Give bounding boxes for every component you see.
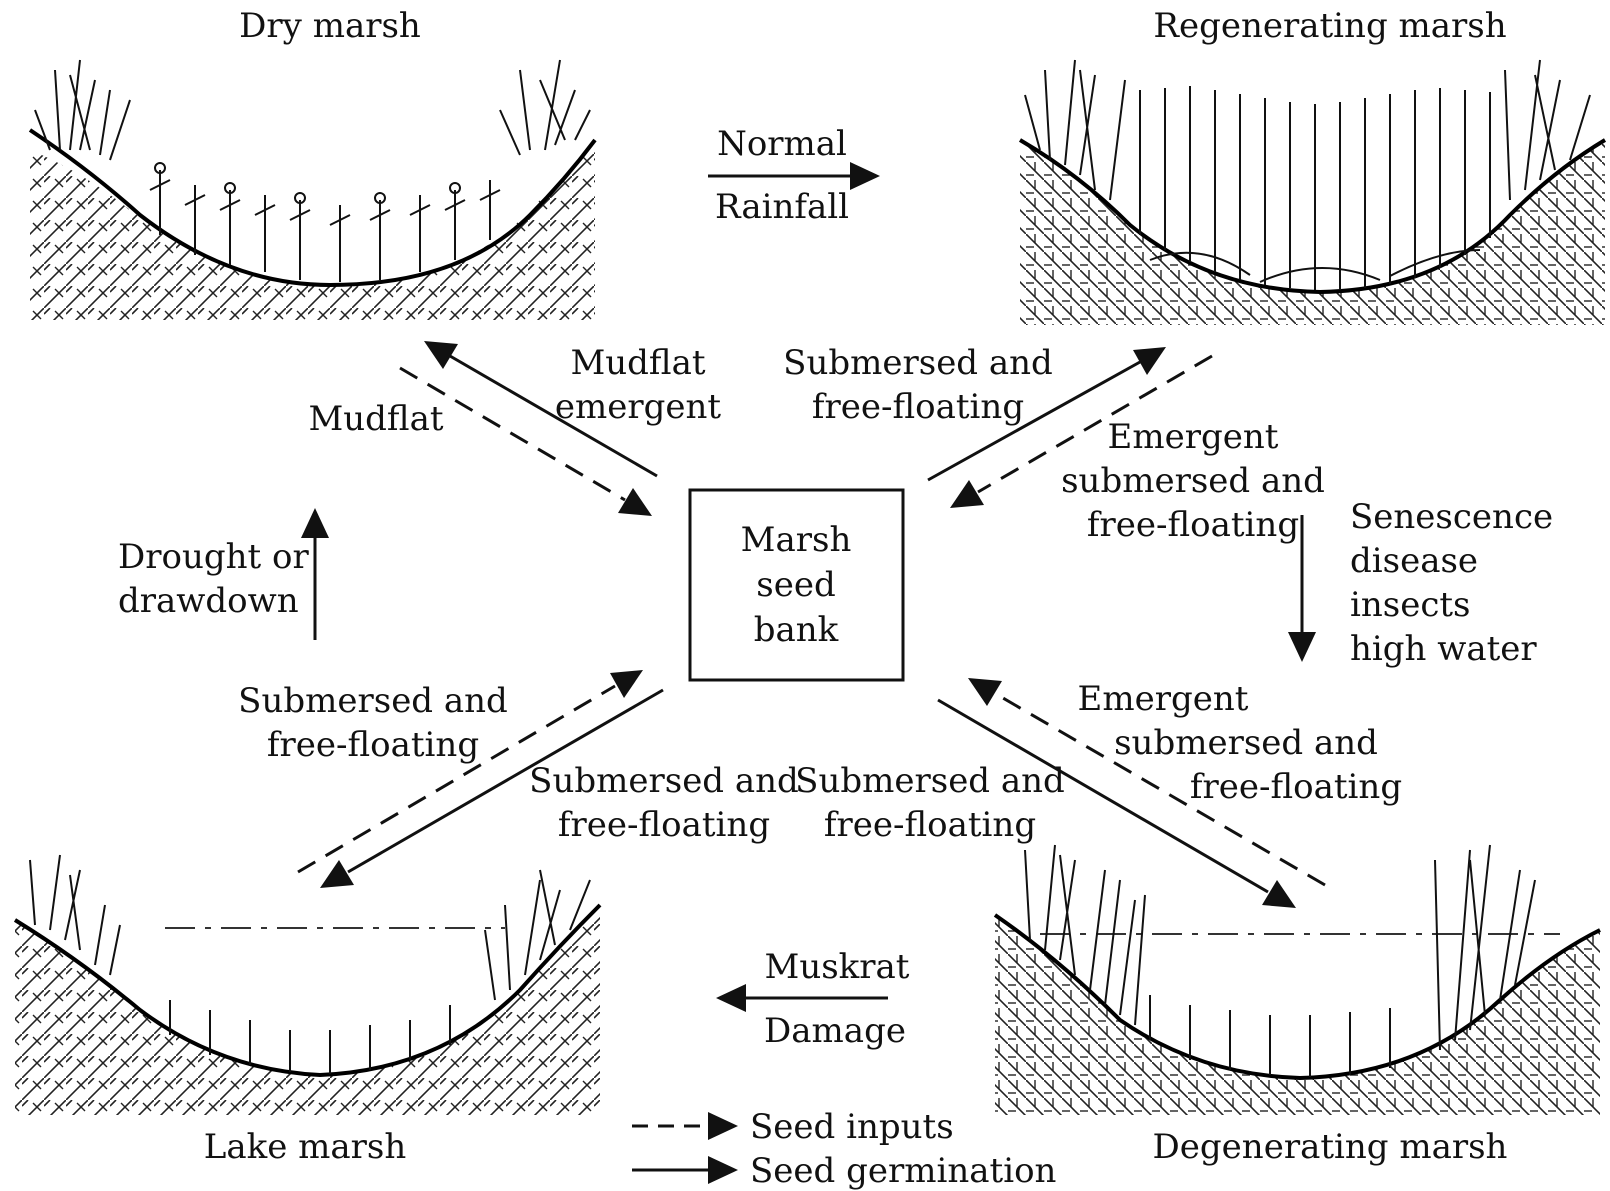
degenerating-marsh-panel: Degenerating marsh bbox=[993, 844, 1601, 1167]
bl-germination-label-1: Submersed and bbox=[529, 761, 799, 801]
degenerating-marsh-ground bbox=[995, 915, 1600, 1115]
disease-label: disease bbox=[1350, 541, 1478, 581]
degenerating-marsh-title: Degenerating marsh bbox=[1153, 1127, 1508, 1167]
tr-germination-label-2: free-floating bbox=[812, 387, 1024, 427]
regenerating-marsh-seed-input-arrowhead bbox=[950, 480, 984, 508]
dry-marsh-vegetation bbox=[34, 59, 591, 282]
lake-marsh-ground bbox=[15, 905, 600, 1115]
regenerating-marsh-basin bbox=[1018, 138, 1607, 295]
lake-marsh-basin bbox=[13, 903, 602, 1078]
legend-seed-inputs-arrowhead bbox=[708, 1112, 738, 1140]
mudflat-emergent-label-2: emergent bbox=[555, 387, 722, 427]
seed-bank-frame bbox=[688, 488, 905, 682]
legend-seed-germination-arrowhead bbox=[708, 1156, 738, 1184]
dry-marsh-basin bbox=[28, 128, 597, 288]
degenerating-marsh-germination-arrow bbox=[937, 698, 1269, 894]
drought-transition: Drought or drawdown bbox=[118, 508, 329, 640]
high-water-label: high water bbox=[1350, 629, 1537, 669]
lake-marsh-germination-arrow bbox=[347, 688, 664, 874]
bl-seed-input-label-2: free-floating bbox=[267, 725, 479, 765]
bl-seed-input-label-1: Submersed and bbox=[238, 681, 508, 721]
regenerating-marsh-germination-arrow bbox=[927, 360, 1141, 482]
br-germination-label-2: free-floating bbox=[824, 805, 1036, 845]
degenerating-marsh-seed-input-arrowhead bbox=[968, 678, 1002, 706]
dry-marsh-title: Dry marsh bbox=[239, 6, 421, 46]
seed-bank-line-1: Marsh bbox=[741, 520, 852, 560]
regenerating-marsh-vegetation bbox=[1024, 59, 1591, 290]
degenerating-marsh-vegetation bbox=[1024, 844, 1536, 1077]
dry-marsh-arrows: Mudflat Mudflat emergent bbox=[308, 341, 721, 516]
damage-label: Damage bbox=[764, 1011, 906, 1051]
degenerating-marsh-arrows: Submersed and free-floating Emergent sub… bbox=[795, 678, 1402, 908]
degenerating-marsh-germination-arrowhead bbox=[1262, 880, 1296, 908]
normal-rainfall-arrowhead bbox=[850, 162, 880, 190]
seed-bank-line-3: bank bbox=[754, 610, 839, 650]
br-seed-input-label-1: Emergent bbox=[1078, 679, 1249, 719]
degenerating-marsh-basin bbox=[993, 913, 1601, 1081]
normal-rainfall-transition: Normal Rainfall bbox=[708, 124, 880, 227]
regenerating-marsh-ground bbox=[1020, 140, 1605, 325]
muskrat-transition: Muskrat Damage bbox=[716, 947, 910, 1051]
lake-marsh-panel: Lake marsh bbox=[13, 854, 602, 1167]
lake-marsh-title: Lake marsh bbox=[204, 1127, 407, 1167]
dry-marsh-germination-arrowhead bbox=[424, 341, 458, 369]
lake-marsh-seed-input-arrow bbox=[297, 684, 616, 874]
mudflat-emergent-label-1: Mudflat bbox=[570, 343, 705, 383]
lake-marsh-seed-input-arrowhead bbox=[610, 670, 643, 698]
tr-seed-input-label-3: free-floating bbox=[1087, 505, 1299, 545]
lake-marsh-germination-arrowhead bbox=[320, 860, 354, 888]
tr-seed-input-label-1: Emergent bbox=[1108, 417, 1279, 457]
muskrat-arrowhead bbox=[716, 984, 746, 1012]
senescence-arrowhead bbox=[1288, 632, 1316, 662]
regenerating-marsh-seed-input-arrow bbox=[977, 354, 1213, 494]
regenerating-marsh-germination-arrowhead bbox=[1133, 347, 1166, 375]
insects-label: insects bbox=[1350, 585, 1471, 625]
bl-germination-label-2: free-floating bbox=[558, 805, 770, 845]
dry-marsh-seed-input-arrow bbox=[399, 366, 626, 502]
tr-seed-input-label-2: submersed and bbox=[1061, 461, 1325, 501]
br-seed-input-label-3: free-floating bbox=[1190, 767, 1402, 807]
regenerating-marsh-title: Regenerating marsh bbox=[1153, 6, 1506, 46]
mudflat-label: Mudflat bbox=[308, 399, 443, 439]
lake-marsh-vegetation bbox=[29, 854, 591, 1074]
muskrat-label: Muskrat bbox=[765, 947, 910, 987]
seed-bank-line-2: seed bbox=[756, 565, 835, 605]
regenerating-marsh-arrows: Submersed and free-floating Emergent sub… bbox=[783, 343, 1325, 545]
dry-marsh-germination-arrow bbox=[449, 354, 658, 478]
br-germination-label-1: Submersed and bbox=[795, 761, 1065, 801]
dry-marsh-ground bbox=[30, 140, 595, 320]
tr-germination-label-1: Submersed and bbox=[783, 343, 1053, 383]
seed-bank-box: Marsh seed bank bbox=[688, 488, 905, 682]
drought-arrowhead bbox=[301, 508, 329, 538]
senescence-transition: Senescence disease insects high water bbox=[1288, 497, 1553, 669]
rainfall-label: Rainfall bbox=[715, 187, 849, 227]
drought-label: Drought or bbox=[118, 537, 309, 577]
normal-label: Normal bbox=[717, 124, 847, 164]
lake-marsh-arrows: Submersed and free-floating Submersed an… bbox=[238, 670, 799, 888]
dry-marsh-seed-input-arrowhead bbox=[618, 488, 652, 516]
senescence-label: Senescence bbox=[1350, 497, 1553, 537]
regenerating-marsh-panel: Regenerating marsh bbox=[1018, 6, 1607, 325]
dry-marsh-panel: Dry marsh bbox=[28, 6, 597, 320]
br-seed-input-label-2: submersed and bbox=[1114, 723, 1378, 763]
legend-seed-inputs-label: Seed inputs bbox=[750, 1107, 954, 1147]
drawdown-label: drawdown bbox=[118, 581, 299, 621]
legend-seed-germination-label: Seed germination bbox=[750, 1151, 1056, 1191]
legend: Seed inputs Seed germination bbox=[632, 1107, 1056, 1191]
